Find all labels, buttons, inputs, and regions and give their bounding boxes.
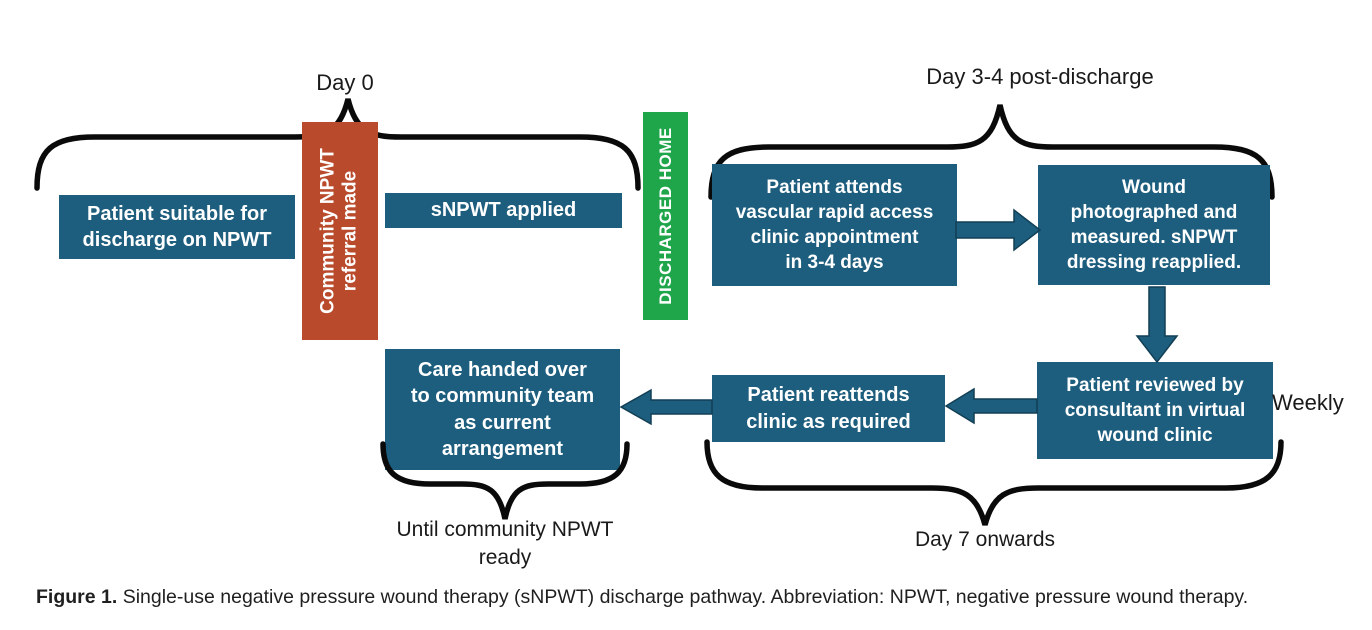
label-day3-4: Day 3-4 post-discharge — [926, 64, 1154, 89]
node-patient-reattends: Patient reattends clinic as required — [712, 375, 945, 442]
node-community-npwt-referral-label: Community NPWT referral made — [317, 148, 361, 314]
node-community-npwt-referral: Community NPWT referral made — [302, 122, 378, 340]
arrow-reattends-to-care-icon — [619, 388, 713, 426]
label-day7-onwards: Day 7 onwards — [914, 528, 1056, 551]
node-patient-suitable: Patient suitable for discharge on NPWT — [59, 195, 295, 259]
label-weekly: Weekly — [1272, 390, 1344, 415]
arrow-wound-to-reviewed-icon — [1135, 286, 1179, 364]
label-day0: Day 0 — [316, 70, 374, 95]
node-care-handed-over: Care handed over to community team as cu… — [385, 349, 620, 470]
node-patient-attends: Patient attends vascular rapid access cl… — [712, 164, 957, 286]
arrow-reviewed-to-reattends-icon — [944, 387, 1038, 425]
figure-caption-text: Single-use negative pressure wound thera… — [117, 586, 1249, 608]
node-discharged-home: DISCHARGED HOME — [643, 112, 688, 320]
node-patient-reviewed: Patient reviewed by consultant in virtua… — [1037, 362, 1273, 459]
label-until-community-npwt-ready: Until community NPWT ready — [396, 518, 614, 569]
node-discharged-home-label: DISCHARGED HOME — [655, 127, 675, 305]
arrow-attends-to-wound-icon — [955, 208, 1042, 252]
figure-caption: Figure 1. Single-use negative pressure w… — [36, 586, 1346, 609]
node-wound-photographed: Wound photographed and measured. sNPWT d… — [1038, 165, 1270, 285]
figure-caption-number: Figure 1. — [36, 586, 118, 608]
node-snpwt-applied: sNPWT applied — [385, 193, 622, 228]
